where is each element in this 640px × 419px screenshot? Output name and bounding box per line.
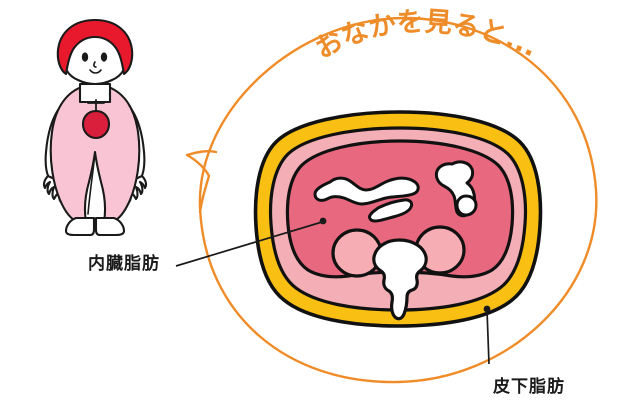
thought-bubble xyxy=(185,16,598,384)
right-shoe xyxy=(94,216,126,237)
right-eye xyxy=(100,52,108,62)
apple-badge xyxy=(81,109,111,140)
nose xyxy=(93,61,97,68)
leader-line-visceral xyxy=(175,221,323,267)
leader-lines xyxy=(175,217,491,365)
label-visceral-fat: 内臓脂肪 xyxy=(88,254,160,274)
left-shoe xyxy=(64,216,96,237)
page-title-text: おなかを見ると... xyxy=(310,6,542,65)
intestine-1 xyxy=(313,176,420,206)
page-title: おなかを見ると... xyxy=(310,6,542,65)
spine-vertebra xyxy=(372,238,428,321)
intestine-4 xyxy=(455,194,478,217)
intestine-2 xyxy=(368,198,414,223)
character-illustration xyxy=(42,18,148,237)
shirt-collar xyxy=(78,82,112,104)
abdominal-cross-section xyxy=(253,110,543,328)
label-subcutaneous-fat: 皮下脂肪 xyxy=(493,377,565,397)
hair xyxy=(56,18,134,76)
thought-bubble-outline xyxy=(198,16,598,384)
left-eye xyxy=(81,52,89,62)
thought-bubble-tail xyxy=(185,150,218,214)
leader-line-subcutaneous xyxy=(486,309,490,365)
leader-dot-visceral xyxy=(319,217,327,225)
mouth xyxy=(89,69,102,74)
title-group: おなかを見ると... xyxy=(310,6,542,65)
leg-seam xyxy=(87,151,96,215)
leader-dot-subcutaneous xyxy=(483,305,491,313)
